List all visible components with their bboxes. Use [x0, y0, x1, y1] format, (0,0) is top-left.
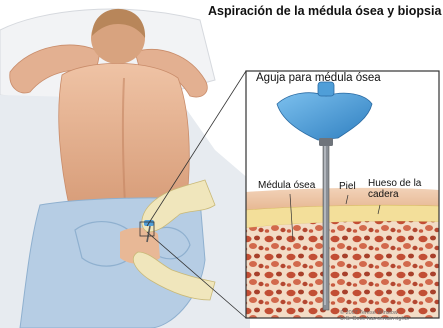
- figure-title: Aspiración de la médula ósea y biopsia: [208, 5, 441, 18]
- marrow-label: Médula ósea: [258, 181, 315, 192]
- bone-label: Hueso de la cadera: [368, 179, 424, 200]
- drape: [20, 198, 205, 328]
- credit-line-2: U.S. Govt. has certain rights: [340, 316, 409, 322]
- skin-label: Piel: [339, 182, 356, 193]
- needle-shaft: [323, 135, 329, 310]
- needle-cap: [318, 82, 334, 96]
- marrow-region: [246, 221, 439, 318]
- copyright-credit: © 2007 Terese Winslow U.S. Govt. has cer…: [340, 310, 409, 323]
- needle-hub: [319, 138, 333, 146]
- needle-label: Aguja para médula ósea: [256, 72, 381, 84]
